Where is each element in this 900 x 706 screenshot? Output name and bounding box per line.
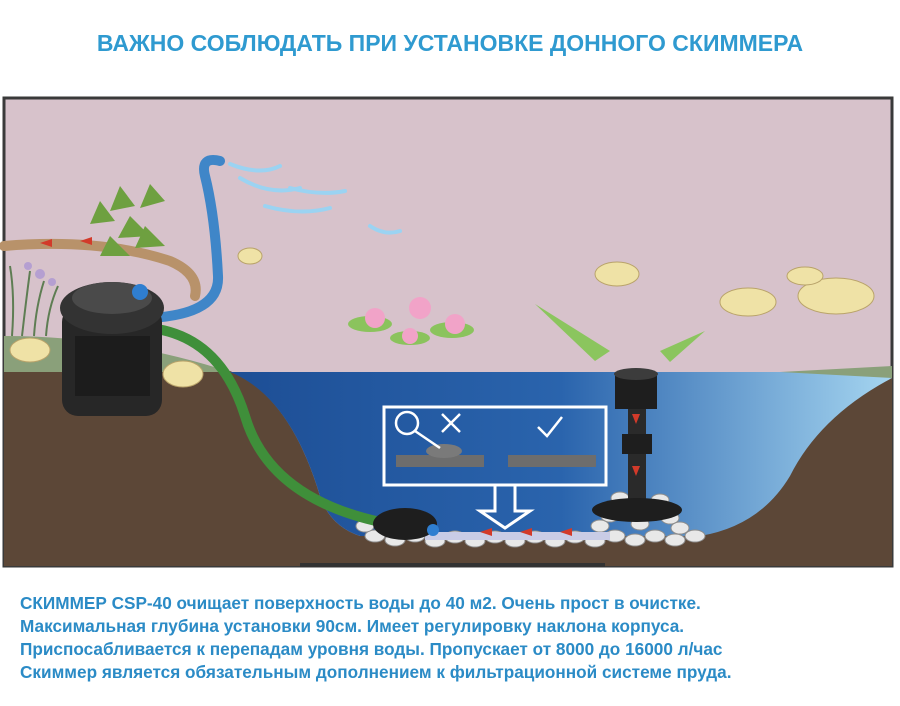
pump (373, 508, 439, 540)
rocks (9, 247, 875, 388)
reeds (9, 265, 59, 337)
description-line: Скиммер является обязательным дополнение… (20, 662, 732, 682)
description-line: СКИММЕР CSP-40 очищает поверхность воды … (20, 593, 701, 613)
water-lilies (348, 297, 474, 345)
water-area (230, 372, 892, 536)
page-title: ВАЖНО СОБЛЮДАТЬ ПРИ УСТАНОВКЕ ДОННОГО СК… (96, 30, 804, 56)
product-description: СКИММЕР CSP-40 очищает поверхность воды … (20, 592, 890, 684)
cross-icon (441, 413, 461, 433)
description-line: Максимальная глубина установки 90см. Име… (20, 616, 685, 636)
pond-diagram (0, 96, 894, 568)
leaf-flow (535, 304, 705, 362)
description-line: Приспосабливается к перепадам уровня вод… (20, 639, 723, 659)
magnifier-icon (394, 410, 441, 450)
pressure-filter (60, 282, 164, 416)
outlet-hose-blue (145, 155, 225, 323)
flow-arrows (40, 237, 640, 536)
installation-callout (382, 405, 608, 530)
check-icon (537, 416, 563, 438)
intake-hose-green (145, 323, 395, 529)
water-spray (228, 162, 402, 235)
grass-bank-right (780, 366, 892, 378)
fern-plant (90, 184, 165, 256)
reed-flowers (24, 262, 56, 286)
soil (4, 366, 892, 566)
